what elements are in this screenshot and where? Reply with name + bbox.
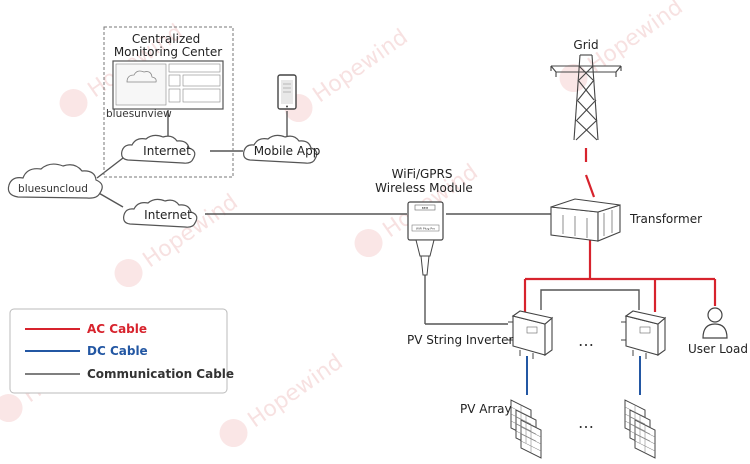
user-load: User Load [688, 307, 748, 356]
bluesunview-label: bluesunview [106, 108, 172, 120]
legend: AC Cable DC Cable Communication Cable [9, 308, 234, 394]
module-face-text: WiFi Plug Pro [416, 227, 435, 231]
internet-bottom-cloud: Internet [123, 198, 198, 228]
smartphone-icon [277, 74, 297, 110]
watermark-text: Hopewind [244, 350, 348, 433]
internet-top-label: Internet [143, 144, 191, 158]
internet-top-cloud: Internet [121, 134, 196, 164]
watermark: Hopewind [219, 350, 348, 448]
wifi-plug-icon: BEM WiFi Plug Pro [407, 201, 444, 276]
comm-line-cloud-internet-top [96, 157, 124, 179]
solar-panel-icon [624, 399, 656, 459]
hopewind-logo-icon [354, 229, 383, 258]
monitoring-center-title: Centralized Monitoring Center [114, 32, 222, 59]
bluesuncloud: bluesuncloud [7, 163, 103, 199]
transmission-tower-icon [550, 54, 622, 141]
grid: Grid [550, 38, 622, 141]
comm-line-cloud-internet-bottom [96, 191, 124, 208]
hopewind-logo-icon [559, 64, 588, 93]
mobile-app-label: Mobile App [254, 144, 321, 158]
legend-comm-label: Communication Cable [87, 367, 234, 381]
wireless-module-label: WiFi/GPRS Wireless Module [375, 167, 473, 195]
comm-line-inverter-link [540, 289, 640, 310]
cloud-icon [7, 163, 103, 199]
ac-cables [523, 148, 717, 312]
mobile-app: Mobile App [243, 74, 321, 164]
wireless-module-label-line1: WiFi/GPRS [392, 167, 453, 181]
monitoring-center: Centralized Monitoring Center bluesunvie… [103, 26, 234, 178]
watermark: Hopewind [284, 25, 413, 123]
hopewind-logo-icon [0, 394, 23, 423]
legend-dc-label: DC Cable [87, 344, 148, 358]
pv-array-2 [624, 399, 656, 459]
cloud-icon [243, 134, 318, 164]
grid-label: Grid [573, 38, 598, 52]
wireless-module-label-line2: Wireless Module [375, 181, 473, 195]
dc-cables [526, 356, 641, 395]
hopewind-logo-icon [59, 89, 88, 118]
monitor-screen-icon [112, 60, 224, 110]
pv-array-1 [510, 399, 542, 459]
ac-switch [584, 174, 596, 198]
user-load-label: User Load [688, 342, 748, 356]
inverter-label: PV String Inverter [407, 333, 514, 347]
pv-array-ellipsis: … [578, 413, 594, 432]
cloud-icon [126, 70, 157, 83]
monitoring-center-title-line1: Centralized [132, 32, 200, 46]
hopewind-logo-icon [114, 259, 143, 288]
internet-bottom-label: Internet [144, 208, 192, 222]
inverter-2 [621, 310, 667, 359]
hopewind-logo-icon [219, 419, 248, 448]
monitoring-center-title-line2: Monitoring Center [114, 45, 222, 59]
module-badge: BEM [422, 206, 429, 210]
user-icon [702, 307, 728, 339]
transformer-label: Transformer [629, 212, 702, 226]
transformer: Transformer [550, 198, 702, 242]
bluesuncloud-label: bluesuncloud [18, 183, 88, 195]
inverter-1 [508, 310, 554, 359]
solar-panel-icon [510, 399, 542, 459]
cloud-icon [121, 134, 196, 164]
communication-cables [96, 110, 640, 325]
cloud-icon [123, 198, 198, 228]
legend-ac-label: AC Cable [87, 322, 147, 336]
monitoring-center-frame [103, 26, 234, 178]
transformer-icon [550, 198, 621, 242]
watermark-text: Hopewind [309, 25, 413, 108]
inverter-icon [621, 310, 667, 359]
wireless-module: WiFi/GPRS Wireless Module BEM WiFi Plug … [375, 167, 473, 276]
pv-array-label: PV Array [460, 402, 512, 416]
inverter-icon [508, 310, 554, 359]
inverter-ellipsis: … [578, 331, 594, 350]
